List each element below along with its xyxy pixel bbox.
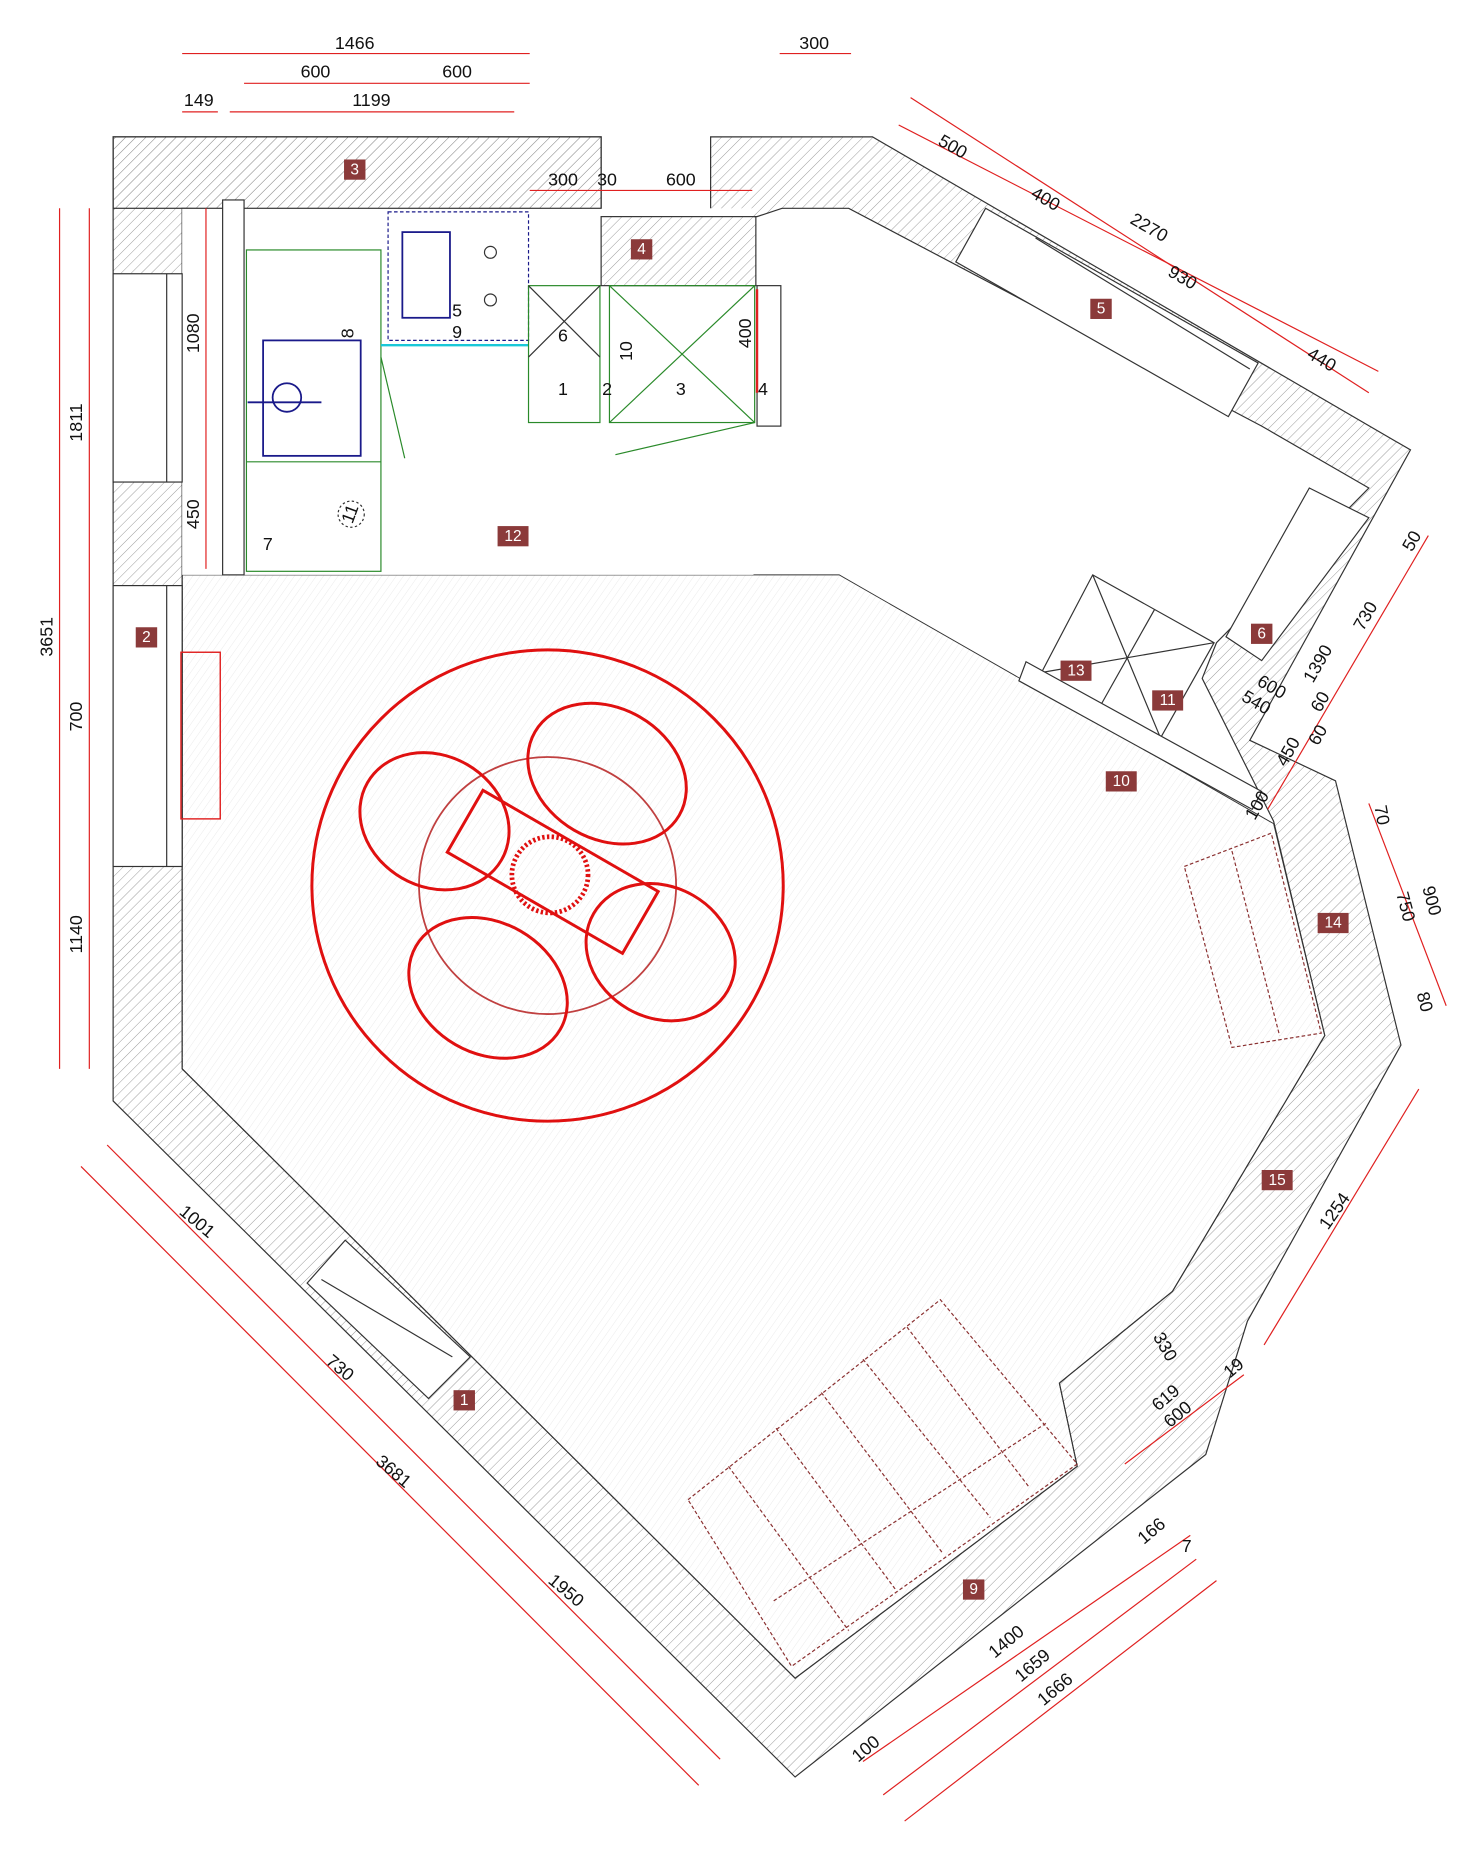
dim-label: 1400 (985, 1621, 1028, 1662)
dim-label: 900 (1418, 884, 1445, 918)
sofa-bottom (687, 1298, 1079, 1668)
room-tag: 13 (1060, 660, 1092, 681)
room-tag: 6 (1250, 623, 1273, 644)
wall-block-4 (600, 216, 757, 287)
fixture-number: 1 (558, 379, 568, 399)
dim-label: 930 (1165, 261, 1201, 293)
kitchen-fixtures (222, 199, 782, 576)
fixture-number: 2 (602, 379, 612, 399)
dim-label: 166 (1134, 1514, 1170, 1549)
room-tag: 12 (497, 526, 529, 547)
fixture-number: 8 (338, 328, 358, 338)
dim-label: 149 (184, 90, 214, 110)
dim-label: 400 (735, 318, 755, 348)
dim-label: 70 (1370, 804, 1393, 827)
room-tag: 10 (1105, 771, 1137, 792)
fixture-number: 4 (758, 379, 768, 399)
svg-text:15: 15 (1269, 1172, 1286, 1189)
svg-text:6: 6 (1257, 625, 1266, 642)
svg-text:4: 4 (637, 241, 646, 258)
dim-label: 2270 (1127, 209, 1171, 246)
svg-text:12: 12 (504, 528, 521, 545)
room-tag: 11 (1152, 690, 1184, 711)
dim-label: 60 (1304, 721, 1331, 748)
dim-label: 600 (666, 170, 696, 190)
dim-label: 500 (935, 130, 971, 162)
fixture-number: 5 (452, 301, 462, 321)
dim-label: 1080 (183, 313, 203, 353)
dim-label: 1390 (1299, 641, 1336, 685)
sofa-right (1183, 832, 1322, 1049)
dim-label: 7 (1182, 1536, 1192, 1556)
dim-label: 750 (1392, 890, 1419, 924)
dim-label: 1659 (1011, 1645, 1054, 1686)
dim-label: 1140 (66, 915, 86, 953)
room-tag: 1 (453, 1390, 475, 1411)
dim-label: 300 (799, 33, 829, 53)
svg-text:13: 13 (1067, 662, 1084, 679)
svg-text:11: 11 (1160, 692, 1176, 709)
dimension-lines (58, 52, 1447, 1822)
svg-text:1: 1 (460, 1392, 469, 1409)
dim-label: 400 (1028, 183, 1064, 215)
dim-label: 1254 (1315, 1189, 1354, 1233)
dim-label: 80 (1413, 990, 1437, 1014)
svg-text:2: 2 (142, 629, 151, 646)
dim-label: 1466 (335, 33, 375, 53)
fixture-number: 9 (452, 322, 462, 342)
dim-label: 450 (183, 499, 203, 529)
dim-label: 1811 (66, 403, 86, 441)
dim-label: 50 (1398, 527, 1425, 554)
svg-text:3: 3 (350, 161, 359, 178)
room-tag: 9 (962, 1579, 985, 1600)
room-tags: 1 2 3 4 5 6 9 10 11 12 13 14 15 (135, 159, 1349, 1600)
room-tag: 5 (1090, 298, 1112, 319)
svg-text:5: 5 (1097, 301, 1106, 318)
dim-label: 3681 (372, 1451, 415, 1492)
dim-label: 60 (1306, 688, 1333, 715)
dim-label: 10 (616, 341, 636, 361)
dim-label: 100 (848, 1731, 884, 1766)
room-tag: 14 (1317, 912, 1349, 934)
dim-label: 300 (548, 170, 578, 190)
fixture-number: 3 (676, 379, 686, 399)
dim-label: 1666 (1033, 1669, 1076, 1710)
dim-label: 1199 (352, 90, 390, 110)
dim-label: 700 (66, 702, 86, 732)
fixture-number: 7 (263, 534, 273, 554)
room-tag: 2 (135, 627, 158, 648)
wardrobe (1018, 574, 1263, 811)
svg-text:9: 9 (969, 1581, 978, 1598)
room-tag: 3 (344, 159, 366, 180)
radiator (180, 651, 221, 820)
room-tag: 15 (1261, 1169, 1293, 1191)
dim-label: 600 (442, 61, 472, 81)
dim-label: 730 (1349, 598, 1381, 634)
room-tag: 4 (630, 239, 653, 260)
svg-text:10: 10 (1113, 773, 1130, 790)
dim-label: 3651 (36, 617, 56, 657)
dim-label: 730 (322, 1351, 358, 1386)
dim-label: 600 (301, 61, 331, 81)
fixture-number: 6 (558, 326, 568, 346)
svg-text:14: 14 (1325, 915, 1343, 932)
rug (310, 648, 785, 1123)
dim-label: 30 (597, 170, 617, 190)
